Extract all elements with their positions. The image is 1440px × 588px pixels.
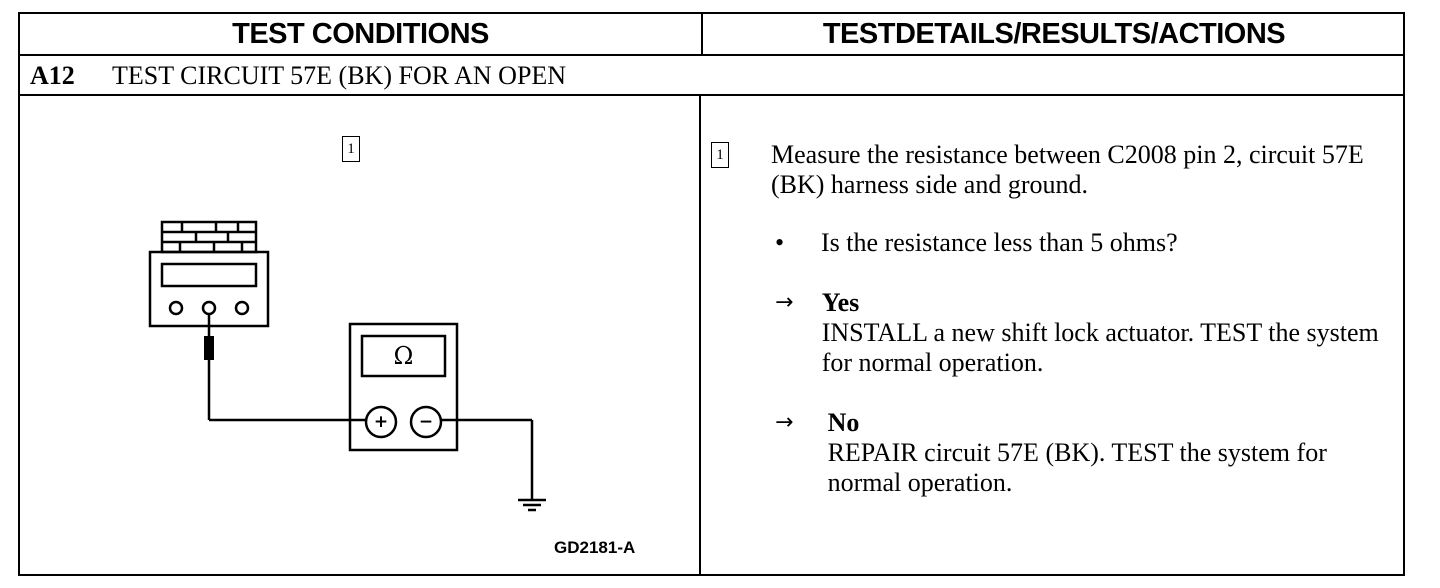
arrow-icon: →	[775, 290, 794, 315]
no-label: No	[827, 408, 860, 437]
question-text: Is the resistance less than 5 ohms?	[821, 228, 1178, 257]
test-table: TEST CONDITIONS TESTDETAILS/RESULTS/ACTI…	[18, 12, 1405, 576]
yes-label: Yes	[821, 288, 860, 317]
probe-tip	[204, 336, 214, 360]
ohm-symbol: Ω	[393, 342, 414, 370]
body-divider	[699, 96, 701, 574]
test-details: 1 Measure the resistance between C2008 p…	[701, 96, 1405, 576]
bullet: •	[775, 228, 785, 257]
details-step-marker: 1	[711, 142, 729, 168]
plus-terminal: +	[373, 412, 389, 432]
header-divider	[701, 14, 703, 54]
step-title-row: A12 TEST CIRCUIT 57E (BK) FOR AN OPEN	[20, 56, 1403, 96]
instruction-text: Measure the resistance between C2008 pin…	[771, 140, 1364, 199]
test-diagram: 1	[20, 96, 699, 576]
circuit-diagram	[148, 220, 546, 512]
no-action: REPAIR circuit 57E (BK). TEST the system…	[827, 438, 1327, 497]
minus-terminal: −	[418, 412, 434, 432]
step-title: TEST CIRCUIT 57E (BK) FOR AN OPEN	[112, 61, 567, 90]
yes-action: INSTALL a new shift lock actuator. TEST …	[821, 318, 1379, 377]
test-details-header: TESTDETAILS/RESULTS/ACTIONS	[822, 17, 1286, 50]
step-id: A12	[30, 61, 75, 90]
figure-code: GD2181-A	[554, 538, 636, 557]
test-conditions-header: TEST CONDITIONS	[232, 17, 489, 50]
step-rule	[20, 94, 1403, 96]
header-rule	[20, 54, 1403, 56]
ohmmeter	[348, 322, 459, 452]
question-row: • Is the resistance less than 5 ohms?	[775, 228, 1178, 258]
no-branch: → No REPAIR circuit 57E (BK). TEST the s…	[775, 408, 1395, 498]
diagram-step-marker: 1	[342, 136, 360, 162]
yes-branch: → Yes INSTALL a new shift lock actuator.…	[775, 288, 1395, 378]
arrow-icon: →	[775, 410, 794, 435]
